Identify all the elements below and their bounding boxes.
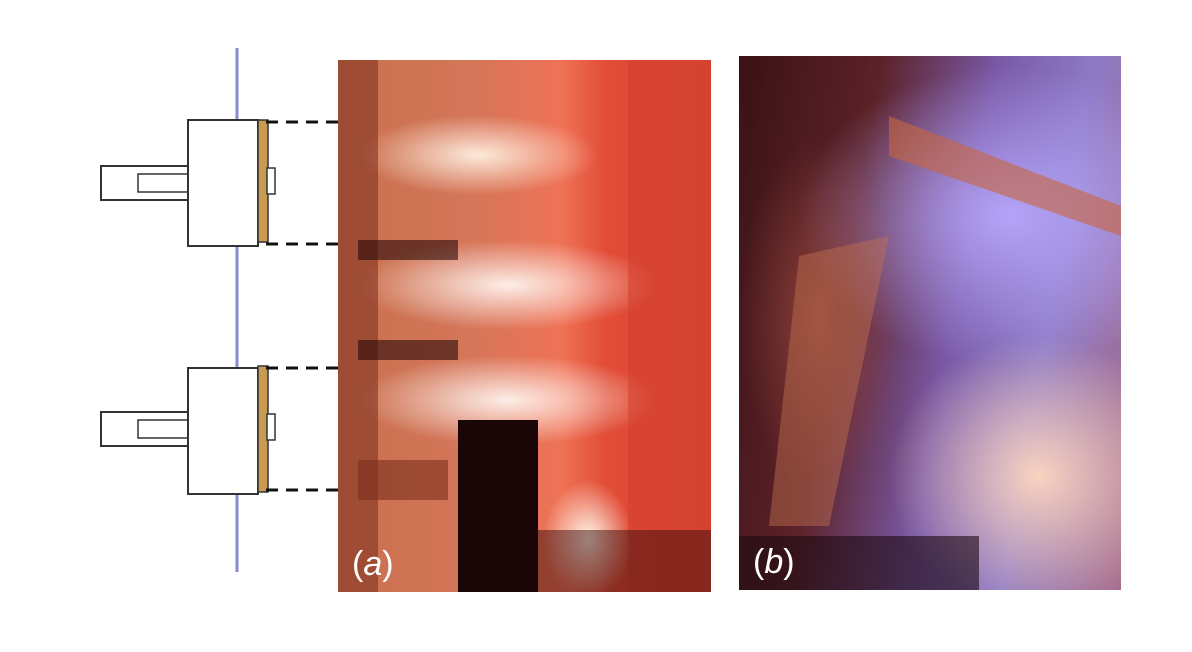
panel-label-b: (b) — [753, 543, 795, 581]
upper-housing — [187, 119, 259, 247]
plasma-overlay-a — [338, 60, 711, 592]
upper-assembly — [100, 119, 276, 247]
panel-label-a: (a) — [352, 545, 394, 583]
lower-shaft — [100, 411, 190, 447]
upper-shaft — [100, 165, 190, 201]
plasma-overlay-b — [739, 116, 1121, 590]
photo-panel-a: (a) — [338, 60, 711, 592]
lower-housing — [187, 367, 259, 495]
upper-connector — [266, 167, 276, 195]
photo-panel-b: (b) — [739, 56, 1121, 590]
projection-lines — [266, 120, 340, 492]
lower-assembly — [100, 365, 276, 495]
device-schematic — [100, 48, 340, 572]
lower-connector — [266, 413, 276, 441]
